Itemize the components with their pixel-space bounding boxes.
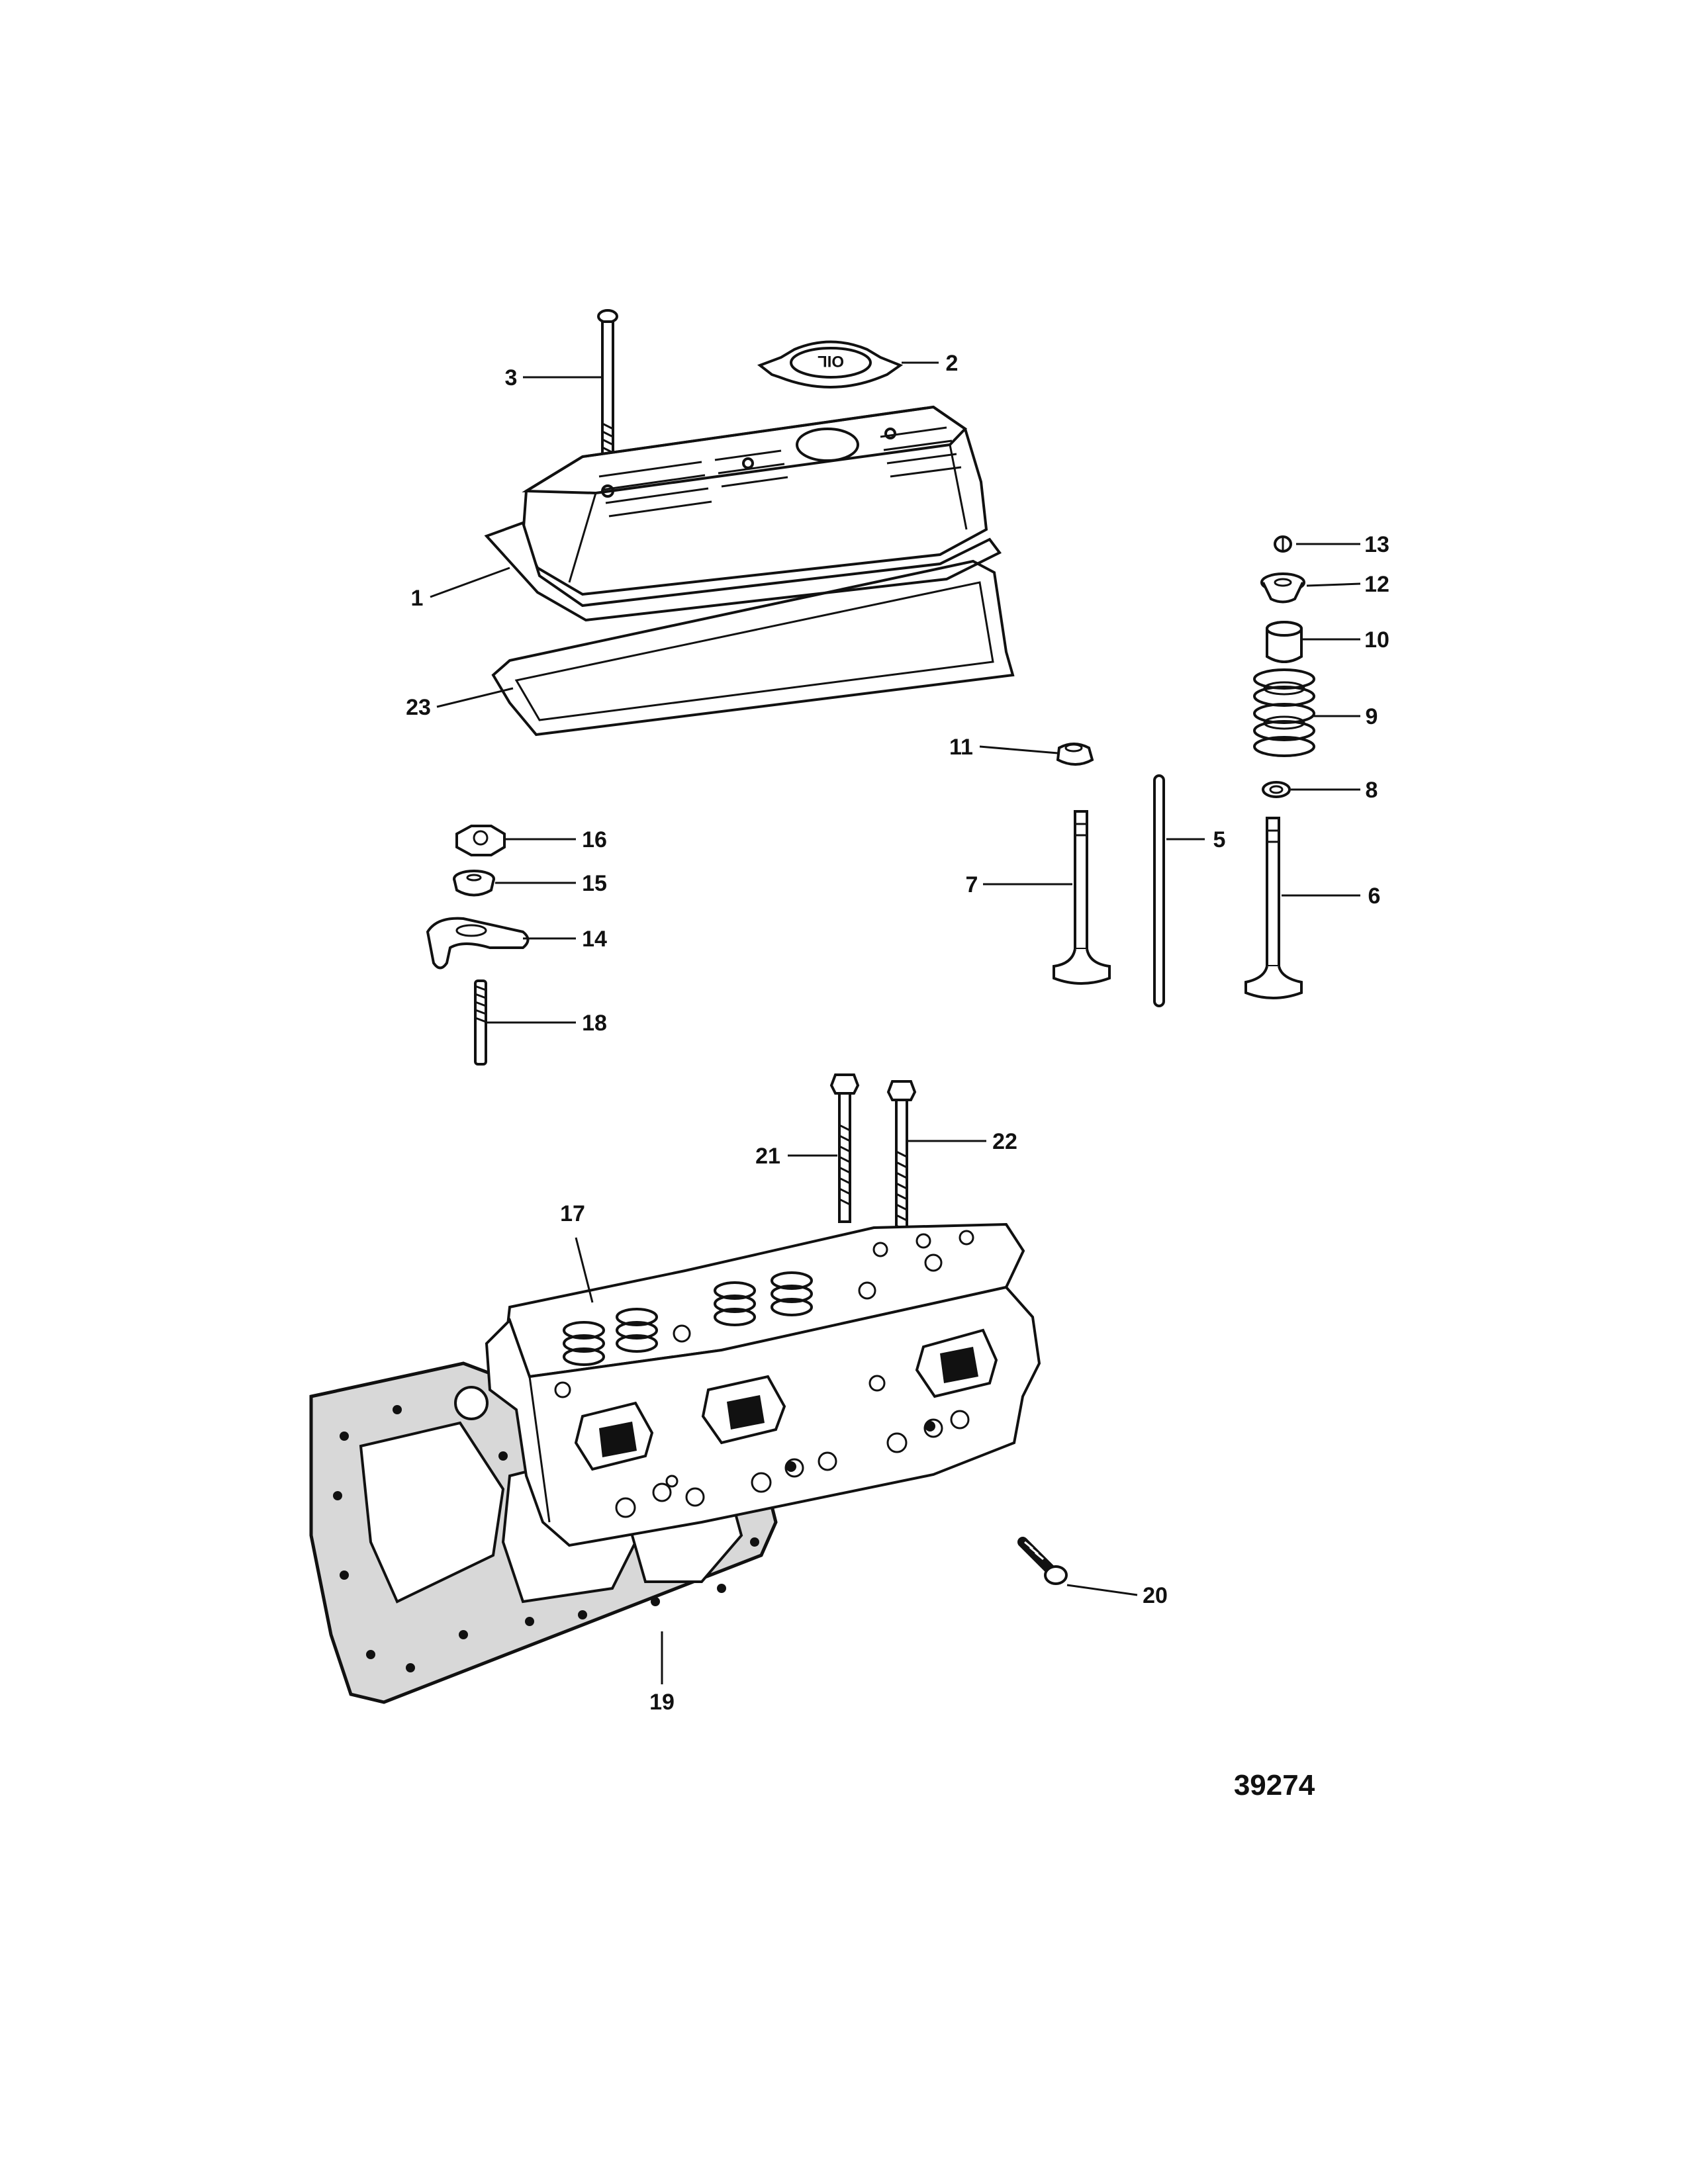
leader-lines — [430, 361, 1361, 1684]
exhaust-valve-drawing — [1244, 817, 1303, 999]
intake-valve-drawing — [1053, 810, 1111, 985]
callout-6: 6 — [1368, 884, 1381, 909]
callout-9: 9 — [1366, 704, 1378, 729]
oil-filler-cap-drawing: OIL — [757, 340, 904, 388]
valve-seal-drawing — [1056, 743, 1094, 766]
callout-19: 19 — [649, 1690, 675, 1715]
bolt-20-drawing — [1017, 1537, 1068, 1585]
cylinder-head-drawing — [485, 1222, 1041, 1547]
pushrod-drawing — [1153, 774, 1165, 1007]
rocker-stud-drawing — [474, 979, 487, 1066]
callout-3: 3 — [505, 365, 518, 390]
callout-1: 1 — [411, 586, 424, 611]
callout-12: 12 — [1364, 572, 1389, 597]
head-bolt-22-drawing — [886, 1080, 917, 1246]
valve-cover-drawing — [484, 405, 1002, 622]
callout-10: 10 — [1364, 627, 1389, 653]
callout-13: 13 — [1364, 532, 1389, 557]
rocker-arm-drawing — [426, 917, 530, 970]
callout-21: 21 — [755, 1144, 780, 1169]
callout-8: 8 — [1366, 778, 1378, 803]
head-bolt-21-drawing — [829, 1073, 860, 1223]
oil-cap-text: OIL — [818, 352, 844, 370]
callout-23: 23 — [406, 695, 431, 720]
valve-spring-drawing — [1253, 668, 1315, 757]
callout-15: 15 — [582, 871, 607, 896]
callout-20: 20 — [1143, 1583, 1168, 1608]
rotator-cap-drawing — [1260, 572, 1305, 604]
valve-keys-drawing — [1274, 535, 1292, 553]
rocker-nut-drawing — [455, 825, 506, 856]
callout-18: 18 — [582, 1011, 607, 1036]
callout-22: 22 — [992, 1129, 1017, 1154]
callout-5: 5 — [1213, 827, 1226, 852]
spring-shield-drawing — [1266, 621, 1303, 663]
spring-shim-drawing — [1262, 781, 1291, 798]
callout-2: 2 — [946, 351, 959, 376]
valve-cover-gasket-drawing — [491, 559, 1015, 737]
callout-7: 7 — [966, 872, 978, 897]
callout-16: 16 — [582, 827, 607, 852]
callout-labels: 1 2 3 5 6 7 8 9 10 11 12 13 14 15 16 17 … — [406, 351, 1389, 1715]
valve-cover-bolt-drawing — [597, 309, 618, 455]
callout-17: 17 — [560, 1201, 585, 1226]
callout-14: 14 — [582, 927, 607, 952]
callout-11: 11 — [949, 735, 973, 760]
rocker-ball-drawing — [453, 870, 495, 897]
figure-number: 39274 — [1234, 1769, 1315, 1801]
